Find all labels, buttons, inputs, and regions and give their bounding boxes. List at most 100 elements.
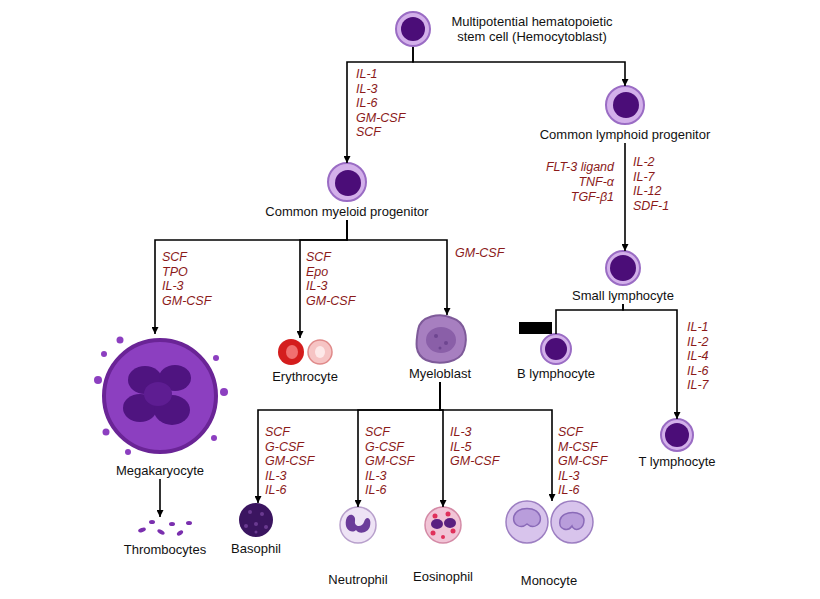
cell-label: B lymphocyte bbox=[515, 365, 597, 382]
cell-icon-area bbox=[540, 334, 572, 365]
cytokine: GM-CSF bbox=[162, 294, 211, 309]
cytokine: IL-3 bbox=[265, 469, 314, 484]
connector-arrow bbox=[347, 47, 413, 163]
cytokine-label: TNF-α bbox=[578, 175, 614, 190]
stem-cell-icon bbox=[396, 12, 430, 46]
cytokine: IL-1 bbox=[356, 67, 405, 82]
cell-label: Small lymphocyte bbox=[570, 287, 676, 304]
cell-icon-area bbox=[339, 507, 377, 571]
myeloid-progenitor-node: Common myeloid progenitor bbox=[263, 163, 430, 220]
inhibition-bar bbox=[519, 322, 552, 334]
cytokine: TPO bbox=[162, 265, 211, 280]
cytokine: GM-CSF bbox=[450, 454, 499, 469]
eosinophil-node: Eosinophil bbox=[411, 507, 475, 585]
cell-icon-area bbox=[414, 315, 466, 365]
cytokine-list: SCF M-CSF GM-CSF IL-3 IL-6 bbox=[558, 425, 607, 498]
myeloblast-icon bbox=[416, 315, 465, 362]
connector-arrow bbox=[258, 382, 440, 503]
cytokine: M-CSF bbox=[558, 440, 607, 455]
cytokine-list: IL-3 IL-5 GM-CSF bbox=[450, 425, 499, 469]
connector-arrow bbox=[440, 382, 552, 501]
t-lymphocyte-icon bbox=[661, 419, 693, 451]
basophil-node: Basophil bbox=[229, 503, 283, 557]
cytokine-list: IL-1 IL-3 IL-6 GM-CSF SCF bbox=[356, 67, 405, 140]
cytokine: IL-3 bbox=[450, 425, 499, 440]
neutrophil-icon bbox=[340, 507, 376, 543]
erythrocyte-icon bbox=[278, 339, 332, 365]
cytokine-list: IL-2 IL-7 IL-12 SDF-1 bbox=[633, 155, 669, 213]
cell-icon-area bbox=[424, 507, 462, 568]
cell-label: Neutrophil bbox=[326, 571, 389, 588]
cytokine-list: SCF Epo IL-3 GM-CSF bbox=[306, 250, 355, 308]
cytokine: GM-CSF bbox=[356, 111, 405, 126]
myeloblast-node: Myeloblast bbox=[407, 315, 473, 382]
cytokine: GM-CSF bbox=[558, 454, 607, 469]
connector-arrow bbox=[413, 47, 625, 86]
cell-label: Multipotential hematopoietic stem cell (… bbox=[437, 14, 627, 44]
cytokine-list: SCF G-CSF GM-CSF IL-3 IL-6 bbox=[265, 425, 314, 498]
cell-icon-area bbox=[605, 86, 645, 126]
cytokine-label: FLT-3 ligand bbox=[546, 160, 614, 175]
small-lymphocyte-node: Small lymphocyte bbox=[570, 251, 676, 304]
cell-label: T lymphocyte bbox=[636, 453, 717, 470]
cell-icon-area bbox=[238, 503, 274, 540]
cytokine: IL-1 bbox=[687, 320, 709, 335]
cytokine-list: IL-1 IL-2 IL-4 IL-6 IL-7 bbox=[687, 320, 709, 393]
cell-label: Common myeloid progenitor bbox=[263, 203, 430, 220]
erythrocyte-node: Erythrocyte bbox=[270, 338, 340, 385]
megakaryocyte-node: Megakaryocyte bbox=[90, 334, 230, 479]
cytokine: GM-CSF bbox=[455, 246, 504, 261]
lymphoid-progenitor-icon bbox=[606, 86, 644, 124]
cell-icon-area bbox=[605, 251, 641, 287]
cytokine: IL-12 bbox=[633, 184, 669, 199]
cytokine: SCF bbox=[356, 125, 405, 140]
cytokine: IL-2 bbox=[687, 335, 709, 350]
cell-icon-area bbox=[275, 338, 335, 368]
cytokine: G-CSF bbox=[365, 440, 414, 455]
cytokine: IL-3 bbox=[306, 279, 355, 294]
basophil-icon bbox=[239, 503, 273, 537]
cytokine: IL-3 bbox=[356, 82, 405, 97]
cell-icon-area bbox=[660, 419, 694, 453]
cytokine: SCF bbox=[265, 425, 314, 440]
cytokine: IL-7 bbox=[633, 170, 669, 185]
megakaryocyte-icon bbox=[94, 337, 228, 456]
b-lymphocyte-icon bbox=[541, 334, 571, 364]
cytokine: IL-6 bbox=[687, 364, 709, 379]
cytokine: IL-2 bbox=[633, 155, 669, 170]
neutrophil-node: Neutrophil bbox=[326, 507, 389, 588]
cytokine: IL-6 bbox=[365, 483, 414, 498]
cytokine: GM-CSF bbox=[306, 294, 355, 309]
cytokine: SCF bbox=[306, 250, 355, 265]
myeloid-progenitor-icon bbox=[328, 163, 366, 201]
cell-label: Eosinophil bbox=[411, 568, 475, 585]
cell-icon-area bbox=[503, 501, 595, 572]
stem-cell-node: Multipotential hematopoietic stem cell (… bbox=[395, 11, 627, 47]
t-lymphocyte-node: T lymphocyte bbox=[636, 419, 717, 470]
cytokine: IL-6 bbox=[356, 96, 405, 111]
cytokine: IL-3 bbox=[162, 279, 211, 294]
connector-arrow bbox=[159, 479, 161, 517]
cytokine-list: SCF G-CSF GM-CSF IL-3 IL-6 bbox=[365, 425, 414, 498]
cytokine: GM-CSF bbox=[265, 454, 314, 469]
cell-icon-area bbox=[90, 334, 230, 462]
cell-icon-area bbox=[395, 11, 431, 47]
thrombocytes-icon bbox=[138, 520, 192, 537]
cell-icon-area bbox=[135, 517, 195, 541]
cytokine: SCF bbox=[558, 425, 607, 440]
cytokine: SCF bbox=[162, 250, 211, 265]
cell-label: Megakaryocyte bbox=[114, 462, 206, 479]
cytokine: IL-5 bbox=[450, 440, 499, 455]
cell-icon-area bbox=[327, 163, 367, 203]
cell-label: Common lymphoid progenitor bbox=[538, 126, 713, 143]
thrombocytes-node: Thrombocytes bbox=[122, 517, 208, 558]
cytokine: G-CSF bbox=[265, 440, 314, 455]
connector-arrow bbox=[347, 220, 447, 315]
cell-label: Thrombocytes bbox=[122, 541, 208, 558]
lymphoid-progenitor-node: Common lymphoid progenitor bbox=[538, 86, 713, 143]
cytokine: SCF bbox=[365, 425, 414, 440]
cytokine: Epo bbox=[306, 265, 355, 280]
cytokine-list: GM-CSF bbox=[455, 246, 504, 261]
connector-arrow bbox=[624, 143, 626, 251]
cytokine: IL-7 bbox=[687, 378, 709, 393]
